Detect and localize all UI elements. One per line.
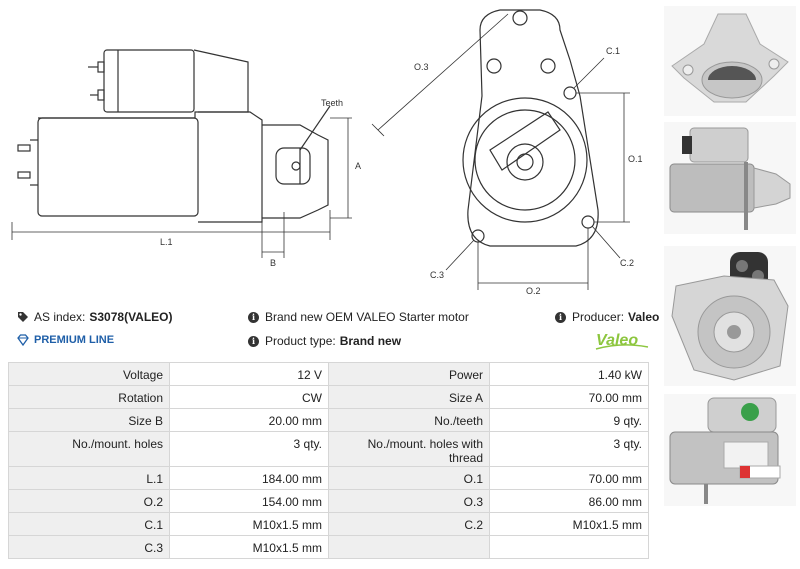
technical-drawings: Teeth A L.1 B O.3 C.1 O.1 C.3 C.2 O.2 [0, 0, 660, 300]
spec-label: C.2 [328, 512, 490, 536]
spec-label: No./mount. holes with thread [328, 431, 490, 467]
dimension-c3-label: C.3 [430, 270, 445, 280]
tag-icon [18, 312, 28, 322]
spec-label: O.2 [8, 489, 170, 513]
spec-value: 86.00 mm [489, 489, 649, 513]
valeo-logo-text: Valeo [596, 332, 638, 349]
spec-value: CW [169, 385, 329, 409]
spec-value: 20.00 mm [169, 408, 329, 432]
spec-value: 70.00 mm [489, 385, 649, 409]
product-type-value: Brand new [339, 334, 402, 348]
brand-description: i Brand new OEM VALEO Starter motor [248, 310, 469, 324]
spec-value: 9 qty. [489, 408, 649, 432]
spec-value: 12 V [169, 362, 329, 386]
as-index: AS index: S3078(VALEO) [17, 310, 173, 324]
spec-label: Power [328, 362, 490, 386]
product-photo-top[interactable] [664, 6, 796, 116]
producer: i Producer: Valeo [555, 310, 659, 324]
teeth-label: Teeth [321, 98, 344, 108]
spec-value: 184.00 mm [169, 466, 329, 490]
product-photo-front[interactable] [664, 246, 796, 386]
as-index-value: S3078(VALEO) [89, 310, 173, 324]
dimension-a-label: A [355, 161, 362, 171]
spec-label: No./teeth [328, 408, 490, 432]
spec-value: 3 qty. [489, 431, 649, 467]
premium-line-label: PREMIUM LINE [34, 334, 115, 346]
product-info: AS index: S3078(VALEO) PREMIUM LINE i Br… [0, 304, 660, 356]
premium-line[interactable]: PREMIUM LINE [17, 334, 114, 346]
spec-value: M10x1.5 mm [169, 535, 329, 559]
info-icon: i [555, 311, 566, 323]
spec-label: Rotation [8, 385, 170, 409]
spec-value: 70.00 mm [489, 466, 649, 490]
spec-value: 154.00 mm [169, 489, 329, 513]
dimension-l1-label: L.1 [160, 237, 173, 247]
front-view-drawing [462, 9, 599, 247]
producer-label: Producer: [572, 310, 625, 324]
spec-label: O.1 [328, 466, 490, 490]
spec-label: Voltage [8, 362, 170, 386]
spec-label [328, 535, 490, 559]
spec-label: O.3 [328, 489, 490, 513]
side-view-drawing [11, 9, 630, 290]
spec-label: L.1 [8, 466, 170, 490]
brand-text: Brand new OEM VALEO Starter motor [265, 310, 469, 324]
valeo-logo: Valeo [595, 332, 649, 350]
info-icon: i [248, 311, 259, 323]
dimension-c1-label: C.1 [606, 46, 621, 56]
as-index-label: AS index: [34, 310, 86, 324]
dimension-c2-label: C.2 [620, 258, 635, 268]
product-photos [660, 0, 800, 569]
product-photo-side[interactable] [664, 122, 796, 234]
spec-label: C.1 [8, 512, 170, 536]
spec-value: 3 qty. [169, 431, 329, 467]
product-photo-label[interactable] [664, 394, 796, 506]
spec-value [489, 535, 649, 559]
dimension-o2-label: O.2 [526, 286, 541, 296]
spec-value: M10x1.5 mm [489, 512, 649, 536]
spec-label: Size A [328, 385, 490, 409]
info-icon: i [248, 335, 259, 347]
spec-label: No./mount. holes [8, 431, 170, 467]
diamond-icon [17, 334, 29, 346]
product-type-label: Product type: [265, 334, 336, 348]
dimension-o1-label: O.1 [628, 154, 643, 164]
producer-value: Valeo [628, 310, 660, 324]
product-type: i Product type: Brand new [248, 334, 401, 348]
dimension-b-label: B [270, 258, 277, 268]
dimension-o3-label: O.3 [414, 62, 429, 72]
spec-label: C.3 [8, 535, 170, 559]
spec-label: Size B [8, 408, 170, 432]
spec-value: M10x1.5 mm [169, 512, 329, 536]
spec-value: 1.40 kW [489, 362, 649, 386]
